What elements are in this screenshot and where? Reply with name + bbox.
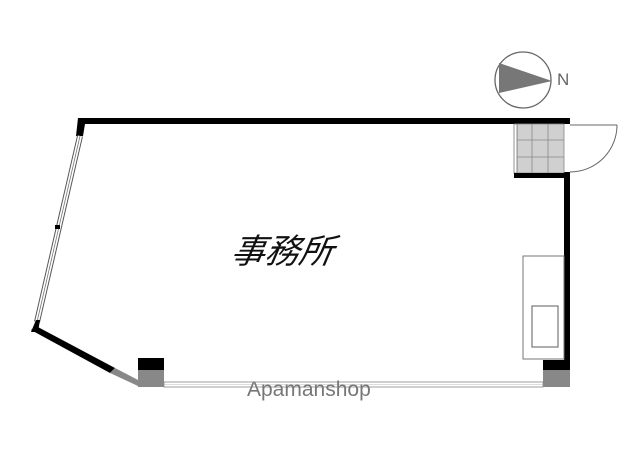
left-window-wall [31,118,86,332]
kitchen-counter [522,255,565,360]
entrance-door [569,124,618,173]
watermark: Apamanshop [247,378,371,401]
entrance-tiles [513,123,570,178]
room-label: 事務所 [227,232,337,272]
top-wall [78,118,570,124]
bottom-left-wall [31,326,115,373]
compass-icon [494,51,552,109]
right-column [543,360,570,370]
right-wall [564,172,570,362]
sink [531,305,559,348]
left-column [138,358,164,370]
north-label: N [557,70,570,89]
